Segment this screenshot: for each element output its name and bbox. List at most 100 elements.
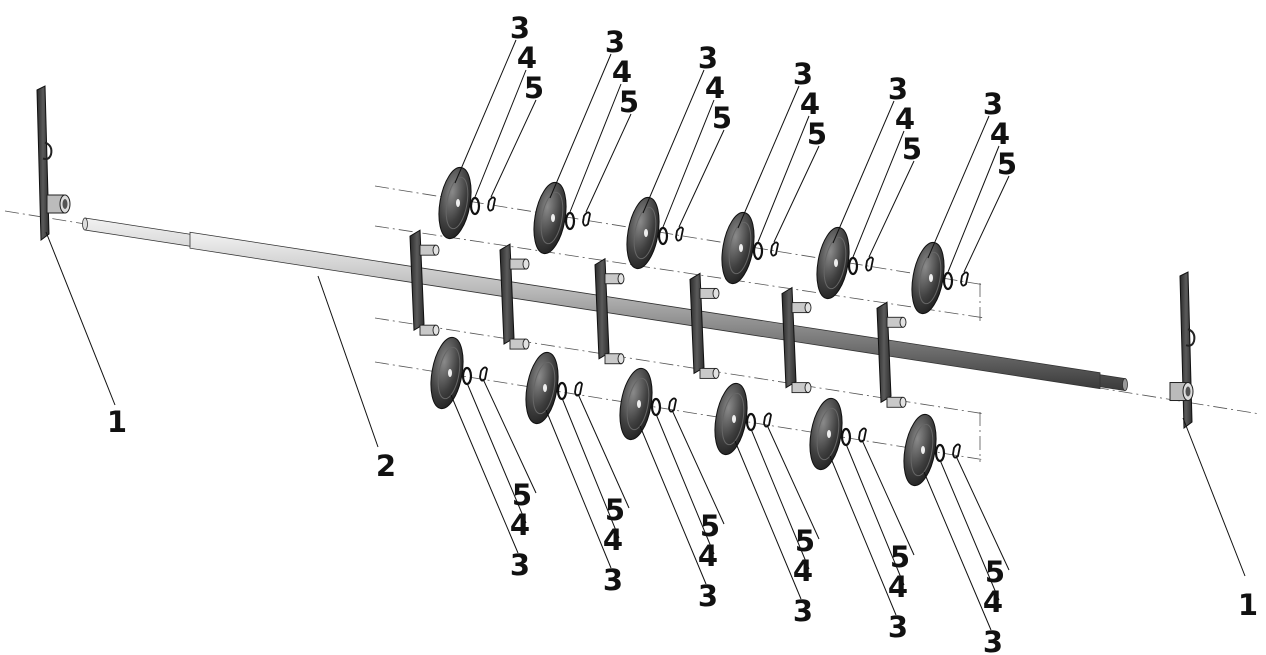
washer <box>657 226 669 246</box>
bracket-plate <box>36 85 50 241</box>
stud-end <box>617 273 625 285</box>
leader-line <box>845 443 905 586</box>
callout-bracket: 1 <box>1238 588 1258 622</box>
clip-pin <box>574 381 583 397</box>
wheel <box>911 241 945 315</box>
stud-end <box>432 244 440 256</box>
wheel-hub-ring <box>721 392 745 446</box>
mounting-plate <box>409 229 440 336</box>
washer <box>752 241 764 261</box>
wheel-set <box>438 166 496 240</box>
leader-line <box>678 129 725 228</box>
leader-line <box>773 145 820 243</box>
callout-washer: 4 <box>983 585 1003 619</box>
wheel-hub-ring <box>910 423 934 477</box>
callout-wheel: 3 <box>698 41 718 75</box>
leader-line <box>561 397 620 539</box>
washer <box>650 397 662 417</box>
wheel-hub-ring <box>437 346 461 400</box>
clip-pin <box>675 226 684 242</box>
leader-line <box>947 145 1000 273</box>
wheel <box>714 382 748 456</box>
wheel-set <box>714 382 772 456</box>
callout-wheel: 3 <box>698 579 718 613</box>
callout-wheel: 3 <box>603 563 623 597</box>
leader-line <box>927 115 990 259</box>
callout-pin: 5 <box>605 493 625 527</box>
leader-line <box>545 409 612 569</box>
wheel <box>619 367 653 441</box>
bushing-bore <box>1185 386 1191 397</box>
wheel <box>430 336 464 410</box>
callout-pin: 5 <box>512 478 532 512</box>
wheel-set <box>816 226 874 300</box>
wheel-hub-ring <box>633 206 657 260</box>
clip-pin <box>770 241 779 257</box>
stud-end <box>804 302 812 314</box>
washer <box>934 443 946 463</box>
callout-washer: 4 <box>990 117 1010 151</box>
washer <box>469 196 481 216</box>
wheel <box>533 181 567 255</box>
leader-line <box>829 455 897 616</box>
wheel-set <box>626 196 684 270</box>
clip-pin <box>858 427 867 443</box>
wheel-set <box>533 181 591 255</box>
stud-end <box>617 353 625 365</box>
callout-washer: 4 <box>800 87 820 121</box>
stud-end <box>522 258 530 270</box>
callout-pin: 5 <box>700 509 720 543</box>
leader-line <box>569 83 622 213</box>
callout-wheel: 3 <box>888 72 908 106</box>
lower-axis-line <box>374 361 986 461</box>
leader-line <box>474 69 527 198</box>
callout-washer: 4 <box>895 102 915 136</box>
callout-washer: 4 <box>603 523 623 557</box>
washer <box>556 381 568 401</box>
leader-line <box>490 99 537 198</box>
leader-line <box>766 424 820 540</box>
callout-wheel: 3 <box>793 57 813 91</box>
callout-pin: 5 <box>807 117 827 151</box>
upper-axis-line <box>374 185 986 286</box>
callout-pin: 5 <box>712 101 732 135</box>
clip-pin <box>668 397 677 413</box>
stud-end <box>432 324 440 336</box>
bracket-plate <box>1179 271 1193 429</box>
clip-pin <box>763 412 772 428</box>
leader-line <box>963 175 1010 273</box>
leader-line <box>662 99 715 228</box>
leader-line <box>549 53 612 199</box>
leader-line <box>737 85 800 229</box>
wheel-set <box>525 351 583 425</box>
callout-pin: 5 <box>902 132 922 166</box>
wheel-bore <box>929 274 933 282</box>
callout-washer: 4 <box>793 554 813 588</box>
washer <box>847 256 859 276</box>
wheel-hub-ring <box>540 191 564 245</box>
bracket-hook <box>42 141 53 160</box>
end-bracket <box>36 85 71 241</box>
callout-washer: 4 <box>698 539 718 573</box>
wheel <box>438 166 472 240</box>
mounting-plate <box>781 286 812 394</box>
callout-wheel: 3 <box>510 11 530 45</box>
stud-end <box>899 316 907 328</box>
mounting-plate <box>594 257 625 365</box>
clip-pin <box>479 366 488 382</box>
callout-washer: 4 <box>888 570 908 604</box>
leader-line <box>923 471 992 631</box>
wheel-bore <box>732 415 736 423</box>
washer <box>564 211 576 231</box>
upper-axis-line <box>374 225 986 319</box>
leader-line <box>1182 417 1246 577</box>
wheel-hub-ring <box>532 361 556 415</box>
shaft-end-left <box>82 217 88 231</box>
leader-line <box>466 382 527 524</box>
callout-bracket: 1 <box>107 405 127 439</box>
wheel-bore <box>551 214 555 222</box>
leader-line <box>585 113 632 213</box>
wheel-bore <box>921 446 925 454</box>
leader-line <box>852 130 905 258</box>
wheel-bore <box>739 244 743 252</box>
